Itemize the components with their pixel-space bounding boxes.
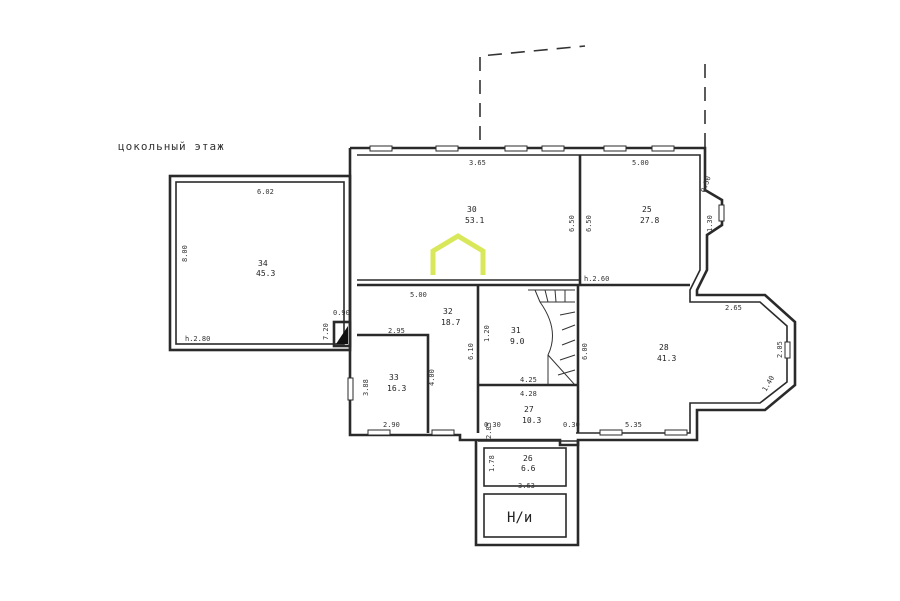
dim-500a: 5.00 <box>632 159 649 167</box>
room-26-area: 6.6 <box>521 464 536 473</box>
dim-610: 6.10 <box>467 343 475 360</box>
dim-285: 2.85 <box>485 422 493 439</box>
dim-400: 4.00 <box>428 369 436 386</box>
room-31-area: 9.0 <box>510 337 525 346</box>
dim-050: 0.50 <box>699 175 712 194</box>
annex-walls <box>474 440 580 547</box>
room-28-number: 28 <box>659 343 669 352</box>
dim-425: 4.25 <box>520 376 537 384</box>
dim-428: 4.28 <box>520 390 537 398</box>
dashed-outline <box>479 45 706 150</box>
dim-130: 1.30 <box>706 215 714 232</box>
room-30-number: 30 <box>467 205 477 214</box>
windows <box>347 145 791 436</box>
dim-030b: 0.30 <box>563 421 580 429</box>
dim-265: 2.65 <box>725 304 742 312</box>
room-25-area: 27.8 <box>640 216 659 225</box>
dim-120: 1.20 <box>483 325 491 342</box>
dim-365: 3.65 <box>469 159 486 167</box>
room-32-area: 18.7 <box>441 318 460 327</box>
dim-720: 7.20 <box>322 323 330 340</box>
room-27-number: 27 <box>524 405 534 414</box>
dim-602: 6.02 <box>257 188 274 196</box>
dim-205: 2.05 <box>776 341 784 358</box>
room-33-number: 33 <box>389 373 399 382</box>
dim-030a: 0.30 <box>484 421 501 429</box>
dim-h280: h.2.80 <box>185 335 210 343</box>
dim-178: 1.78 <box>488 455 496 472</box>
dimension-labels: 6.02 8.00 h.2.80 3.65 6.50 6.50 5.00 0.5… <box>181 159 784 490</box>
main-walls <box>348 146 797 447</box>
staircase <box>528 289 576 386</box>
dim-295: 2.95 <box>388 327 405 335</box>
dim-650a: 6.50 <box>568 215 576 232</box>
room-33-area: 16.3 <box>387 384 406 393</box>
wc-label: H/и <box>507 510 532 526</box>
dim-090: 0.90 <box>333 309 350 317</box>
dim-650b: 6.50 <box>585 215 593 232</box>
dim-388: 3.88 <box>362 379 370 396</box>
room-26-number: 26 <box>523 454 533 463</box>
dim-800: 8.00 <box>181 245 189 262</box>
dim-h260: h.2.60 <box>584 275 609 283</box>
floor-title: цокольный этаж <box>118 140 225 153</box>
dim-140: 1.40 <box>761 374 776 393</box>
dim-290: 2.90 <box>383 421 400 429</box>
dim-600: 6.00 <box>581 343 589 360</box>
room-labels: 34 45.3 30 53.1 25 27.8 32 18.7 31 9.0 2… <box>256 205 676 526</box>
room-25-number: 25 <box>642 205 652 214</box>
room-30-area: 53.1 <box>465 216 484 225</box>
dim-535: 5.35 <box>625 421 642 429</box>
room-31-number: 31 <box>511 326 521 335</box>
dim-500b: 5.00 <box>410 291 427 299</box>
room-32-number: 32 <box>443 307 453 316</box>
room-34-number: 34 <box>258 259 268 268</box>
room-27-area: 10.3 <box>522 416 541 425</box>
dim-363: 3.63 <box>518 482 535 490</box>
chimney <box>332 320 352 348</box>
room-34-area: 45.3 <box>256 269 275 278</box>
room-28-area: 41.3 <box>657 354 676 363</box>
watermark-logo <box>430 233 486 275</box>
